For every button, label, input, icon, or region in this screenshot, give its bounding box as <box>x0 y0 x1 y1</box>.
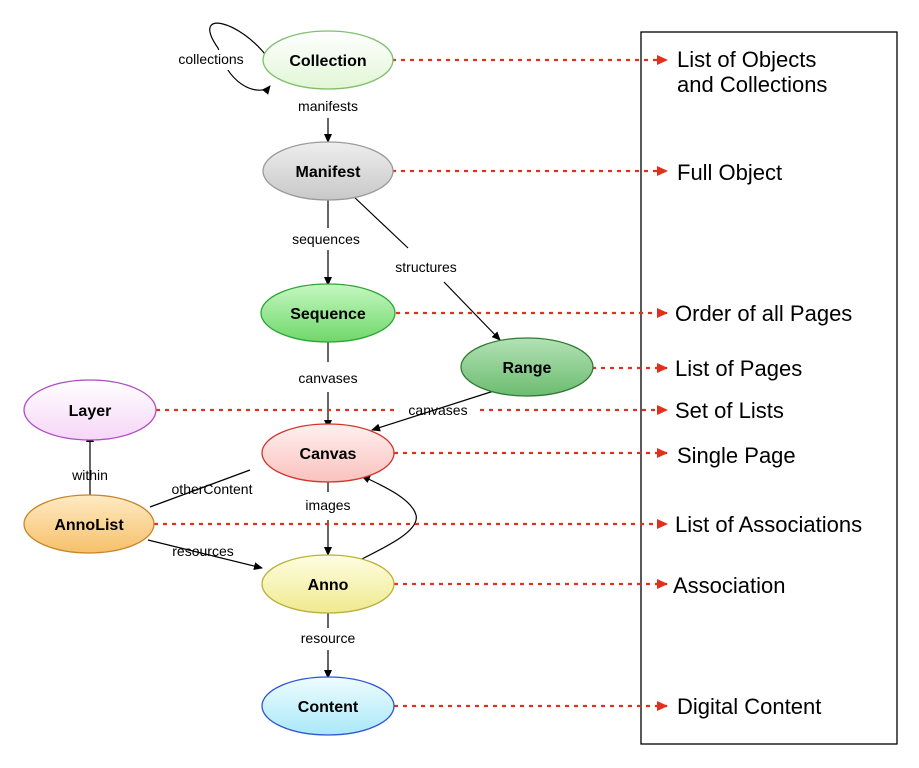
edge-resources <box>147 539 263 570</box>
edge-label-othercontent: otherContent <box>172 481 253 497</box>
node-anno: Anno <box>261 554 395 614</box>
edge-label-within: within <box>71 467 108 483</box>
edge-label-images: images <box>305 497 350 513</box>
node-canvas: Canvas <box>261 423 395 483</box>
panel-label-anno: Association <box>673 573 786 598</box>
panel-label-manifest: Full Object <box>677 160 782 185</box>
panel-label-sequence: Order of all Pages <box>675 301 852 326</box>
panel-label-canvas: Single Page <box>677 443 796 468</box>
node-range: Range <box>460 337 594 397</box>
edge-structures <box>443 281 501 341</box>
panel-label-collection-line1: List of Objects <box>677 47 816 72</box>
node-label-manifest: Manifest <box>296 164 362 181</box>
panel-label-range: List of Pages <box>675 356 802 381</box>
node-layer: Layer <box>23 379 157 441</box>
node-label-collection: Collection <box>289 53 366 70</box>
node-label-anno: Anno <box>308 577 349 594</box>
panel-label-collection-line2: and Collections <box>677 72 827 97</box>
node-label-range: Range <box>503 360 552 377</box>
edge-label-canvases: canvases <box>298 370 357 386</box>
node-manifest: Manifest <box>262 141 394 201</box>
node-annolist: AnnoList <box>23 494 155 554</box>
node-label-sequence: Sequence <box>290 306 366 323</box>
edge-structures-top <box>351 194 409 249</box>
edge-label-collections: collections <box>178 51 243 67</box>
description-panel <box>640 31 898 745</box>
edge-label-manifests: manifests <box>298 98 358 114</box>
node-sequence: Sequence <box>260 283 396 343</box>
edge-label-range-canvases: canvases <box>408 402 467 418</box>
edge-label-resource: resource <box>301 630 356 646</box>
edge-othercontent <box>149 469 251 508</box>
panel-label-annolist: List of Associations <box>675 512 862 537</box>
edge-anno-canvas <box>359 475 417 561</box>
panel-label-content: Digital Content <box>677 694 821 719</box>
node-collection: Collection <box>262 30 394 90</box>
node-label-layer: Layer <box>69 403 112 420</box>
edge-label-resources: resources <box>172 543 233 559</box>
node-content: Content <box>261 676 395 736</box>
edge-collections <box>209 22 271 95</box>
edge-label-sequences: sequences <box>292 231 360 247</box>
panel-label-layer: Set of Lists <box>675 398 784 423</box>
node-label-content: Content <box>298 699 359 716</box>
edge-range-canvases <box>371 388 501 432</box>
node-label-canvas: Canvas <box>300 446 357 463</box>
node-label-annolist: AnnoList <box>54 517 124 534</box>
edge-label-structures: structures <box>395 259 456 275</box>
